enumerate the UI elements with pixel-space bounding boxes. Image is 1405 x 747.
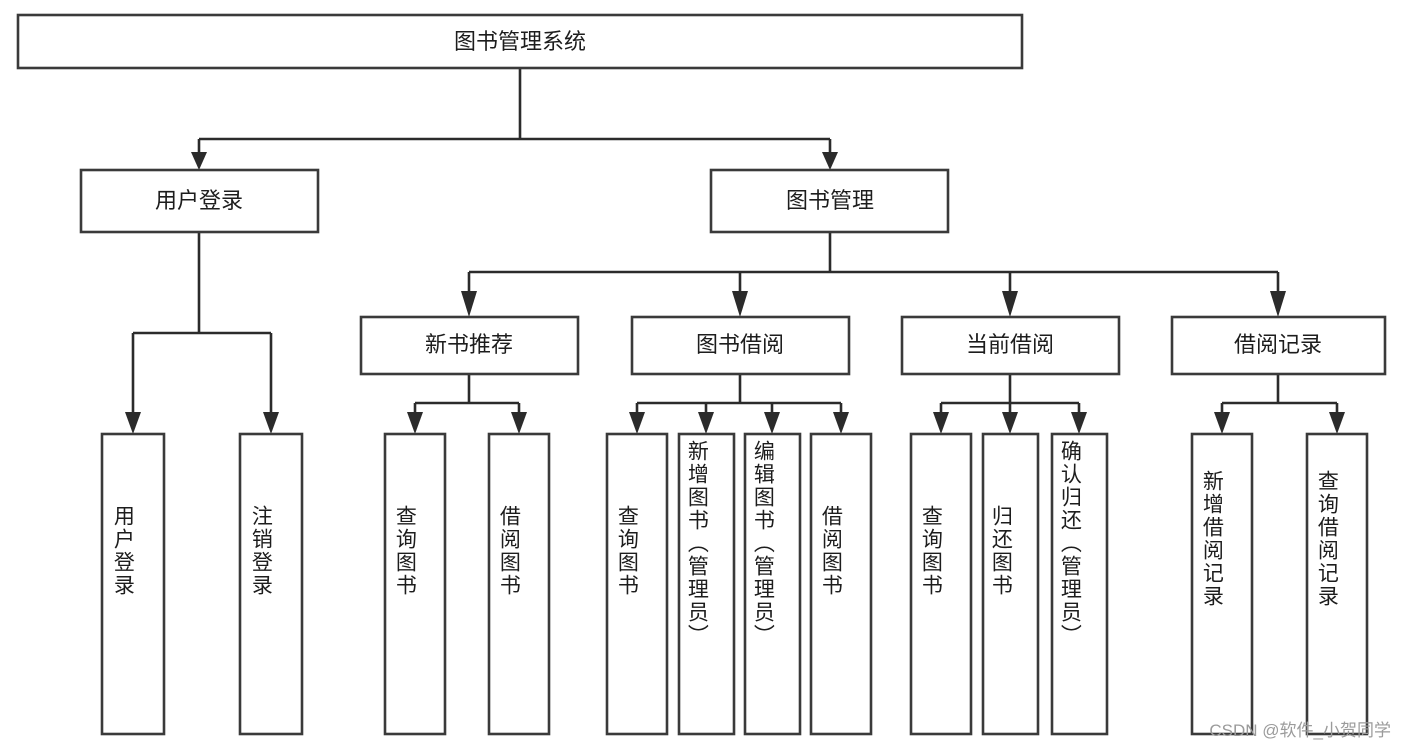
arrow-head-new-book-rec bbox=[461, 291, 477, 317]
leaf-box-group bbox=[100, 432, 1369, 736]
arrow-head-leaf-borrow-book-1 bbox=[511, 412, 527, 434]
leaf-box-return-book[interactable] bbox=[981, 432, 1040, 736]
arrow-head-leaf-add-book bbox=[698, 412, 714, 434]
arrow-head-borrow-record bbox=[1270, 291, 1286, 317]
node-book-management[interactable]: 图书管理 bbox=[709, 168, 950, 234]
arrow-head-leaf-query-book-3 bbox=[933, 412, 949, 434]
leaf-box-edit-book[interactable] bbox=[743, 432, 802, 736]
arrow-head-user-login bbox=[191, 152, 207, 170]
arrow-head-book-borrow bbox=[732, 291, 748, 317]
arrow-head-leaf-query-record bbox=[1329, 412, 1345, 434]
node-borrow-record-label: 借阅记录 bbox=[1234, 332, 1322, 357]
leaf-box-add-record[interactable] bbox=[1190, 432, 1254, 736]
csdn-watermark: CSDN @软件_小贺同学 bbox=[1209, 721, 1391, 740]
arrow-head-leaf-add-record bbox=[1214, 412, 1230, 434]
arrow-head-book-mgmt bbox=[822, 152, 838, 170]
arrow-head-leaf-user-login bbox=[125, 412, 141, 434]
arrow-head-leaf-query-book-2 bbox=[629, 412, 645, 434]
leaf-box-logout[interactable] bbox=[238, 432, 304, 736]
node-current-borrow[interactable]: 当前借阅 bbox=[900, 315, 1121, 376]
leaf-box-query-book-2[interactable] bbox=[605, 432, 669, 736]
node-book-borrow-label: 图书借阅 bbox=[696, 332, 784, 357]
arrow-head-leaf-return-book bbox=[1002, 412, 1018, 434]
node-new-book-recommend-label: 新书推荐 bbox=[425, 332, 513, 357]
leaf-box-borrow-book-2[interactable] bbox=[809, 432, 873, 736]
node-user-login[interactable]: 用户登录 bbox=[79, 168, 320, 234]
leaf-box-user-login[interactable] bbox=[100, 432, 166, 736]
connector-group bbox=[125, 68, 1345, 434]
node-book-borrow[interactable]: 图书借阅 bbox=[630, 315, 851, 376]
leaf-box-add-book[interactable] bbox=[677, 432, 736, 736]
leaf-box-query-record[interactable] bbox=[1305, 432, 1369, 736]
arrow-head-leaf-query-book-1 bbox=[407, 412, 423, 434]
arrow-head-leaf-confirm-return bbox=[1071, 412, 1087, 434]
node-new-book-recommend[interactable]: 新书推荐 bbox=[359, 315, 580, 376]
leaf-box-borrow-book-1[interactable] bbox=[487, 432, 551, 736]
leaf-box-query-book-3[interactable] bbox=[909, 432, 973, 736]
node-root-system[interactable]: 图书管理系统 bbox=[16, 13, 1024, 70]
node-root-system-label: 图书管理系统 bbox=[454, 29, 586, 54]
arrow-head-leaf-edit-book bbox=[764, 412, 780, 434]
node-book-management-label: 图书管理 bbox=[786, 188, 874, 213]
node-borrow-record[interactable]: 借阅记录 bbox=[1170, 315, 1387, 376]
arrow-head-leaf-borrow-book-2 bbox=[833, 412, 849, 434]
leaf-box-query-book-1[interactable] bbox=[383, 432, 447, 736]
leaf-box-confirm-return[interactable] bbox=[1050, 432, 1109, 736]
node-user-login-label: 用户登录 bbox=[155, 188, 243, 213]
node-current-borrow-label: 当前借阅 bbox=[966, 332, 1054, 357]
arrow-head-current-borrow bbox=[1002, 291, 1018, 317]
arrow-head-leaf-logout bbox=[263, 412, 279, 434]
